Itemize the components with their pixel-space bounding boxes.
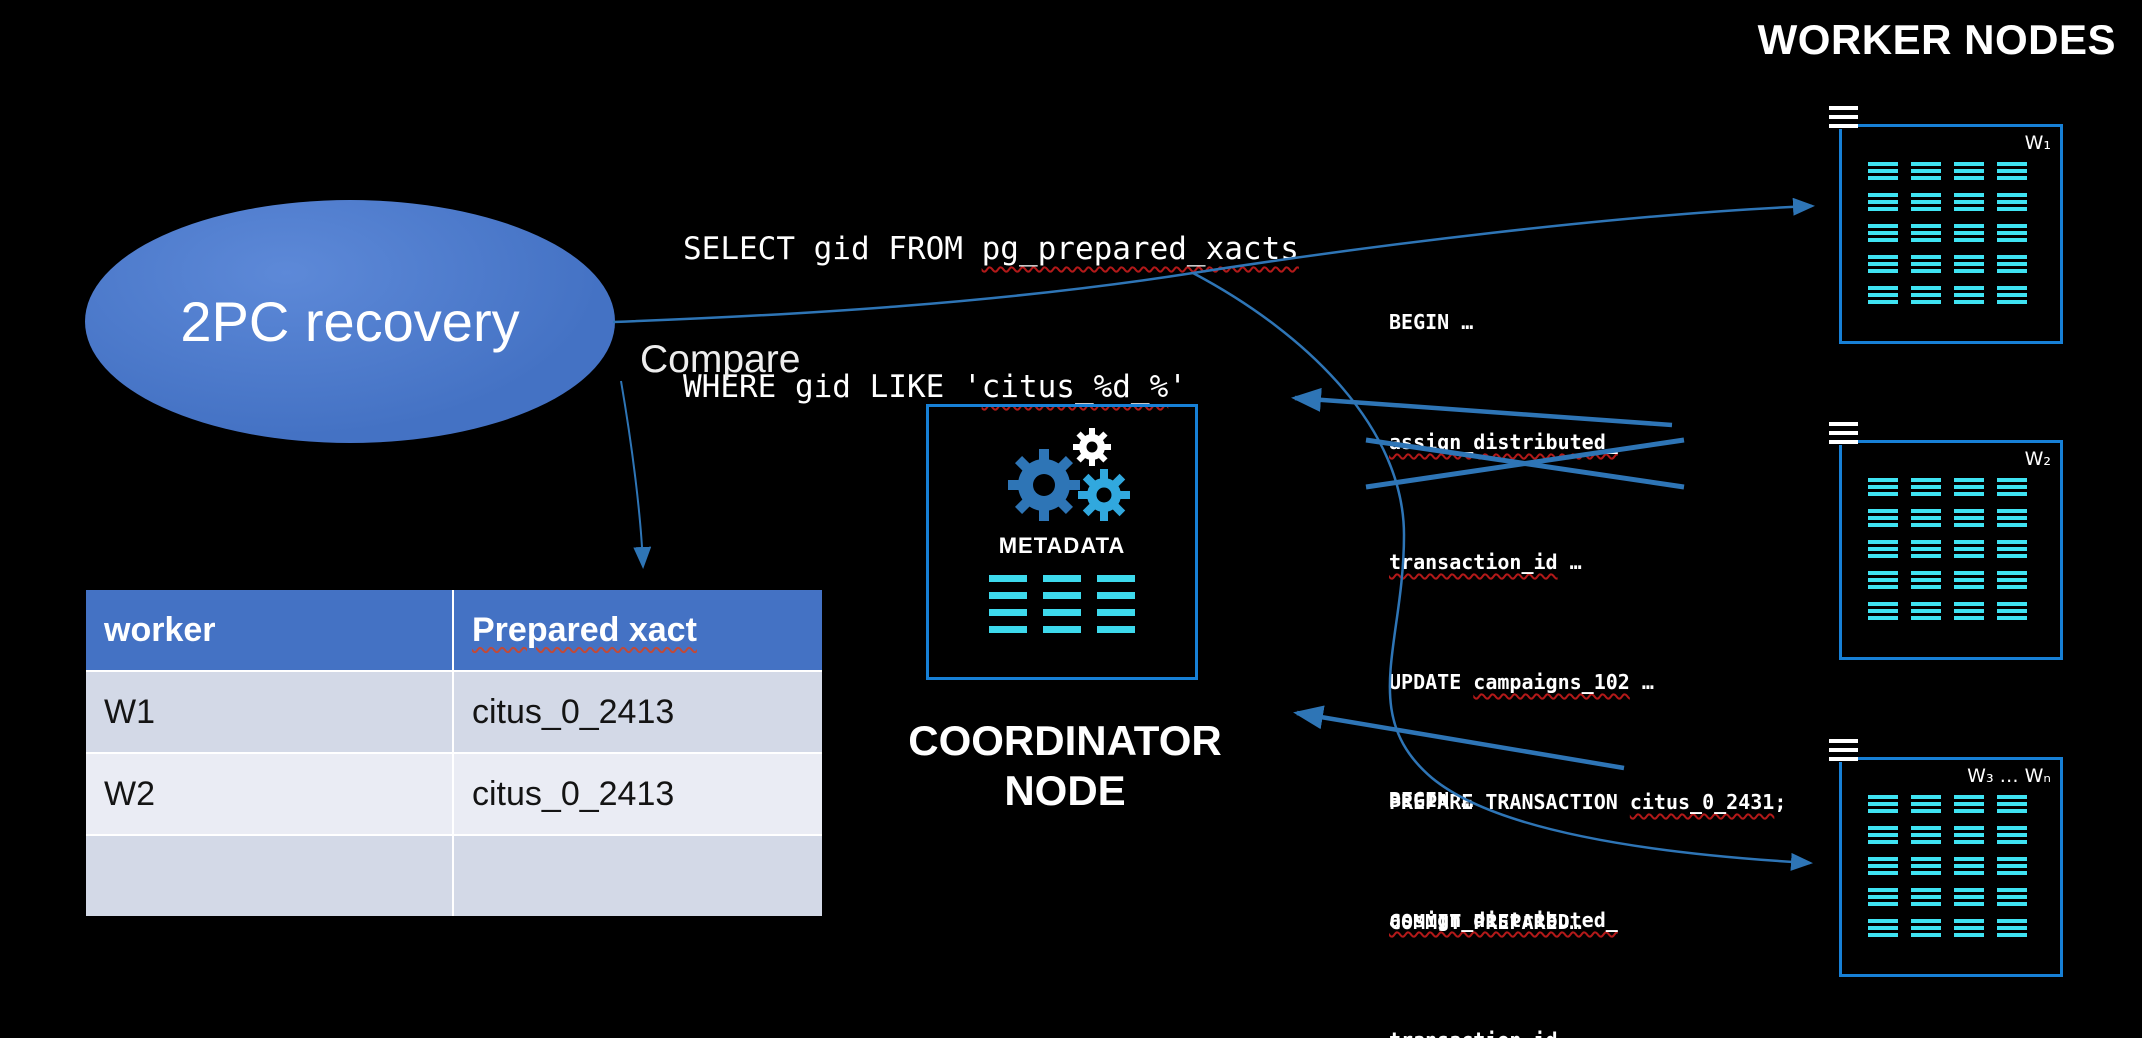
txn2-line-assign: assign_distributed_: [1389, 908, 1618, 932]
sql-line-2: WHERE gid LIKE 'citus_%d_%': [683, 369, 1187, 405]
metadata-rows-icon: [989, 575, 1135, 633]
gears-icon: [1008, 428, 1130, 521]
worker-box-2: W₂: [1829, 422, 2063, 660]
table-cell: citus_0_2413: [452, 752, 822, 834]
prepared-xacts-table: worker Prepared xact W1 citus_0_2413 W2 …: [86, 590, 822, 916]
arrow-to-table: [620, 380, 652, 569]
txn1-line-update: UPDATE campaigns_102 …: [1389, 670, 1654, 694]
recovery-ellipse-label: 2PC recovery: [180, 290, 520, 353]
worker-box-1: W₁: [1829, 106, 2063, 344]
worker-box-3: W₃ … Wₙ: [1829, 739, 2063, 977]
table-header-worker: worker: [86, 590, 452, 670]
sql-token-pg-prepared-xacts: pg_prepared_xacts: [981, 231, 1299, 267]
shard-icons-grid: [1868, 795, 2027, 937]
shard-icons-grid: [1868, 162, 2027, 304]
server-rack-icon: [1829, 422, 1858, 445]
sql-line-1: SELECT gid FROM pg_prepared_xacts: [683, 231, 1299, 267]
worker-label-2: W₂: [2024, 448, 2051, 470]
shard-icons-grid: [1868, 478, 2027, 620]
worker-label-3: W₃ … Wₙ: [1967, 765, 2051, 787]
coordinator-box: METADATA: [926, 404, 1198, 680]
txn1-line-commit: COMMIT PREPARED…: [1389, 910, 1582, 934]
txn2-line-txid: transaction_id …: [1389, 1020, 1786, 1038]
txn1-line-assign: assign_distributed_: [1389, 430, 1618, 454]
worker-label-1: W₁: [2024, 132, 2051, 154]
table-cell: W1: [86, 670, 452, 752]
worker-nodes-heading: WORKER NODES: [1757, 16, 2116, 63]
server-rack-icon: [1829, 106, 1858, 129]
coordinator-node-label: COORDINATOR NODE: [908, 717, 1222, 814]
txn1-line-txid: transaction_id …: [1389, 550, 1582, 574]
table-cell: W2: [86, 752, 452, 834]
txn1-line-begin: BEGIN …: [1389, 310, 1474, 334]
sql-token-citus-gid: citus_%d_%: [981, 369, 1169, 405]
table-header-prepared-xact: Prepared xact: [452, 590, 822, 670]
txn-block-2: BEGIN … assign_distributed_ transaction_…: [1389, 700, 1786, 1038]
table-cell: [86, 834, 452, 916]
table-cell: citus_0_2413: [452, 670, 822, 752]
table-cell: [452, 834, 822, 916]
recovery-ellipse: 2PC recovery: [85, 200, 615, 443]
server-rack-icon: [1829, 739, 1858, 762]
txn2-line-begin: BEGIN …: [1389, 788, 1474, 812]
metadata-label: METADATA: [998, 533, 1126, 558]
compare-label: Compare: [640, 338, 801, 381]
